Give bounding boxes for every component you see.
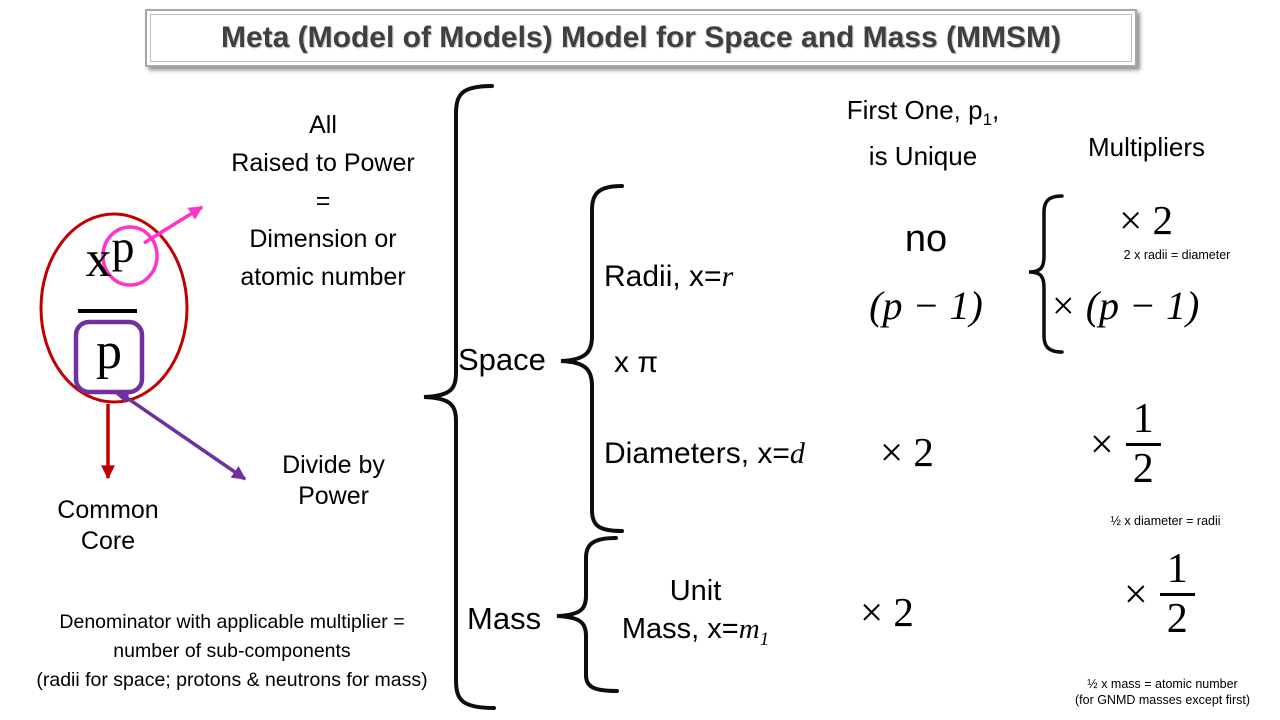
times-sign: × xyxy=(880,429,904,475)
radii-multiplier-note: 2 x radii = diameter xyxy=(1123,248,1231,262)
core-numerator-base: x xyxy=(85,231,112,288)
pi-row-label: x π xyxy=(614,346,659,379)
unique-header-subscript: 1 xyxy=(982,110,992,130)
raised-to-power-arrow xyxy=(143,205,204,245)
denominator-box xyxy=(73,319,145,395)
diameters-variable: d xyxy=(789,437,805,470)
unique-header-prefix: First One, p xyxy=(846,95,983,125)
unique-header-suffix: , xyxy=(992,95,1000,125)
radii-multiplier-times-2: × 2 xyxy=(1088,196,1204,244)
raised-line-3: = xyxy=(315,187,331,215)
diameters-prefix: Diameters, x= xyxy=(604,437,790,470)
mass-note-line-2: (for GNMD masses except first) xyxy=(1074,693,1251,707)
times-sign: × xyxy=(1119,197,1143,243)
unit-mass-subscript: 1 xyxy=(759,628,770,650)
multipliers-column-header: Multipliers xyxy=(1088,132,1206,162)
raised-line-5: atomic number xyxy=(240,263,406,291)
mass-note-line-1: ½ x mass = atomic number xyxy=(1087,677,1238,691)
times-value: 2 xyxy=(913,429,934,475)
diameters-row-label: Diameters, x=d xyxy=(604,437,805,471)
denominator-note: Denominator with applicable multiplier =… xyxy=(0,608,464,695)
diameters-unique-times-2: × 2 xyxy=(880,428,934,476)
mass-group-label: Mass xyxy=(467,601,542,636)
divide-line-1: Divide by xyxy=(282,451,385,479)
denominator-note-line-1: Denominator with applicable multiplier = xyxy=(59,611,405,633)
denominator-box-tail xyxy=(112,391,130,403)
diameters-multiplier-note: ½ x diameter = radii xyxy=(1110,514,1221,528)
common-core-ellipse xyxy=(39,212,189,404)
radii-variable: r xyxy=(721,260,734,293)
unit-mass-line-2: Mass, x=m1 xyxy=(598,610,793,659)
times-value: 2 xyxy=(893,589,914,635)
core-numerator: xp xyxy=(62,224,158,286)
divide-line-2: Power xyxy=(298,482,369,510)
raised-line-2: Raised to Power xyxy=(231,149,415,177)
unique-column-header: First One, p1, is Unique xyxy=(828,92,1018,175)
denominator-note-line-3: (radii for space; protons & neutrons for… xyxy=(36,669,428,691)
times-sign: × xyxy=(1090,421,1114,468)
unit-mass-prefix: Mass, x= xyxy=(621,613,739,645)
fraction-one-half: 1 2 xyxy=(1125,398,1161,492)
divide-by-power-note: Divide by Power xyxy=(266,450,401,512)
raised-to-power-note: All Raised to Power = Dimension or atomi… xyxy=(203,106,443,296)
space-group-label: Space xyxy=(458,342,546,377)
fraction-denominator: 2 xyxy=(1132,445,1154,492)
radii-multiplier-p-minus-1: × (p − 1) xyxy=(1052,282,1199,329)
common-core-note: Common Core xyxy=(44,495,172,557)
times-value: 2 xyxy=(1152,197,1173,243)
page-title: Meta (Model of Models) Model for Space a… xyxy=(220,21,1062,54)
exponent-highlight-circle xyxy=(101,225,159,287)
mass-multiplier-half: × 1 2 xyxy=(1124,548,1195,642)
unique-header-line-2: is Unique xyxy=(868,141,978,172)
fraction-numerator: 1 xyxy=(1159,548,1195,596)
core-denominator: p xyxy=(96,323,122,380)
mass-multiplier-note: ½ x mass = atomic number (for GNMD masse… xyxy=(1050,676,1275,708)
outer-brace xyxy=(423,84,496,710)
radii-row-label: Radii, x=r xyxy=(604,260,733,294)
raised-line-4: Dimension or xyxy=(249,225,397,253)
radii-prefix: Radii, x= xyxy=(604,260,722,293)
unit-mass-variable: m xyxy=(738,613,760,645)
diameters-multiplier-half: × 1 2 xyxy=(1090,398,1161,492)
p-minus-1-operand: (p − 1) xyxy=(1085,283,1200,328)
radii-unique-no: no xyxy=(904,218,948,260)
radii-unique-p-minus-1: (p − 1) xyxy=(869,283,983,328)
title-box: Meta (Model of Models) Model for Space a… xyxy=(145,9,1137,67)
raised-line-1: All xyxy=(309,111,337,139)
unique-header-line-1: First One, p1, xyxy=(828,92,1018,138)
times-sign: × xyxy=(1052,283,1075,328)
times-sign: × xyxy=(860,589,884,635)
multipliers-brace xyxy=(1028,194,1064,354)
space-brace xyxy=(560,184,624,533)
fraction-denominator: 2 xyxy=(1166,595,1188,642)
times-sign: × xyxy=(1124,571,1148,618)
common-core-line-1: Common xyxy=(57,496,159,524)
fraction-numerator: 1 xyxy=(1125,398,1161,446)
unit-mass-row-label: Unit Mass, x=m1 xyxy=(598,572,793,659)
common-core-line-2: Core xyxy=(80,527,136,555)
mass-unique-times-2: × 2 xyxy=(860,588,914,636)
fraction-one-half: 1 2 xyxy=(1159,548,1195,642)
divide-by-power-arrow xyxy=(119,391,247,481)
mass-brace xyxy=(556,536,619,693)
core-numerator-exponent: p xyxy=(111,221,135,272)
unit-mass-line-1: Unit xyxy=(669,575,722,607)
denominator-note-line-2: number of sub-components xyxy=(113,640,351,662)
